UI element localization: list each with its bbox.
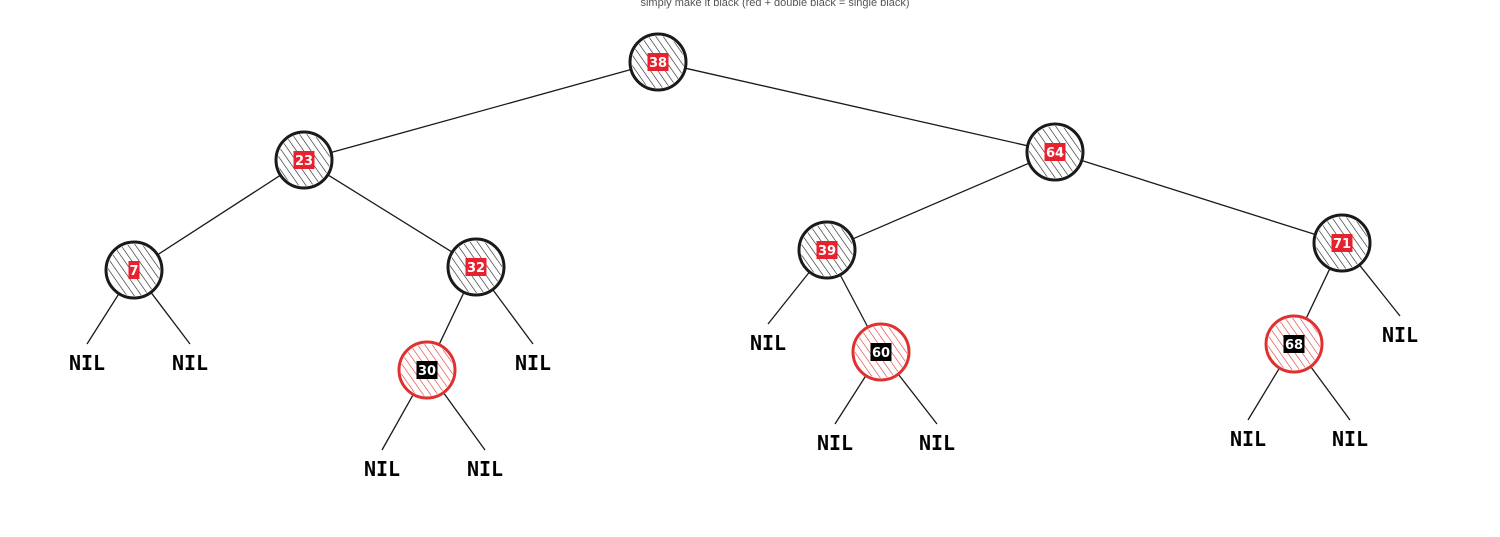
tree-node-68: 68 bbox=[1264, 314, 1324, 374]
tree-node-30: 30 bbox=[397, 340, 457, 400]
node-value: 32 bbox=[467, 261, 485, 276]
node-ring bbox=[274, 130, 334, 190]
nil-edge bbox=[834, 375, 867, 425]
nil-leaf: NIL bbox=[467, 457, 503, 481]
tree-edge bbox=[1081, 159, 1316, 236]
tree-node-60: 60 bbox=[851, 322, 911, 382]
nil-edge bbox=[492, 289, 534, 345]
node-label-background bbox=[128, 261, 140, 279]
node-label-background bbox=[1283, 335, 1305, 353]
node-ring bbox=[446, 237, 506, 297]
node-ring bbox=[797, 220, 857, 280]
tree-edge bbox=[1305, 268, 1331, 319]
nil-leaf: NIL bbox=[364, 457, 400, 481]
nil-leaf: NIL bbox=[750, 331, 786, 355]
node-value: 68 bbox=[1285, 338, 1303, 353]
node-value: 7 bbox=[129, 264, 138, 279]
nil-layer: NIL NIL NIL NIL NIL NIL NIL NIL NIL NIL NIL bbox=[69, 323, 1418, 481]
nil-leaf: NIL bbox=[1382, 323, 1418, 347]
nil-edge bbox=[1247, 367, 1281, 421]
node-label-background bbox=[647, 53, 669, 71]
node-value: 38 bbox=[649, 56, 667, 71]
nil-edge bbox=[150, 291, 191, 345]
nil-leaf: NIL bbox=[1230, 427, 1266, 451]
node-value: 64 bbox=[1046, 146, 1064, 161]
nil-leaf: NIL bbox=[1332, 427, 1368, 451]
tree-edge bbox=[438, 292, 465, 345]
nil-edge bbox=[1358, 264, 1401, 317]
node-label-background bbox=[293, 151, 315, 169]
node-label-background bbox=[465, 258, 487, 276]
tree-node-64: 64 bbox=[1025, 122, 1085, 182]
node-value: 23 bbox=[295, 154, 313, 169]
node-label-background bbox=[416, 361, 438, 379]
nil-edges-layer bbox=[86, 264, 1401, 451]
node-label-background bbox=[870, 343, 892, 361]
node-ring bbox=[851, 322, 911, 382]
tree-edge bbox=[839, 274, 869, 328]
node-ring bbox=[628, 32, 688, 92]
nil-edge bbox=[1310, 366, 1351, 421]
tree-node-71: 71 bbox=[1312, 213, 1372, 273]
nil-leaf: NIL bbox=[919, 431, 955, 455]
node-ring bbox=[397, 340, 457, 400]
tree-node-23: 23 bbox=[274, 130, 334, 190]
nil-leaf: NIL bbox=[69, 351, 105, 375]
node-label-background bbox=[816, 241, 838, 259]
tree-edge bbox=[327, 174, 453, 253]
node-ring bbox=[104, 240, 164, 300]
nil-edge bbox=[897, 373, 938, 425]
caption: simply make it black (red + double black… bbox=[640, 0, 910, 9]
nil-leaf: NIL bbox=[817, 431, 853, 455]
tree-edge bbox=[852, 162, 1030, 240]
node-ring bbox=[1312, 213, 1372, 273]
node-value: 39 bbox=[818, 244, 836, 259]
node-value: 30 bbox=[418, 364, 436, 379]
node-ring bbox=[1025, 122, 1085, 182]
tree-node-32: 32 bbox=[446, 237, 506, 297]
node-label-background bbox=[1044, 143, 1066, 161]
nil-edge bbox=[86, 293, 120, 345]
tree-node-38: 38 bbox=[628, 32, 688, 92]
nodes-layer: 38 23 64 7 32 30 39 60 71 68 bbox=[104, 32, 1372, 400]
tree-edge bbox=[157, 174, 281, 256]
tree-node-39: 39 bbox=[797, 220, 857, 280]
tree-edge bbox=[330, 68, 632, 154]
nil-edge bbox=[381, 394, 414, 451]
nil-leaf: NIL bbox=[172, 351, 208, 375]
tree-edge bbox=[685, 67, 1028, 147]
node-label-background bbox=[1331, 234, 1353, 252]
nil-edge bbox=[767, 271, 811, 325]
node-ring bbox=[1264, 314, 1324, 374]
tree-node-7: 7 bbox=[104, 240, 164, 300]
nil-edge bbox=[442, 392, 486, 451]
edges-layer bbox=[157, 67, 1331, 345]
nil-leaf: NIL bbox=[515, 351, 551, 375]
node-value: 60 bbox=[872, 346, 890, 361]
node-value: 71 bbox=[1333, 237, 1351, 252]
